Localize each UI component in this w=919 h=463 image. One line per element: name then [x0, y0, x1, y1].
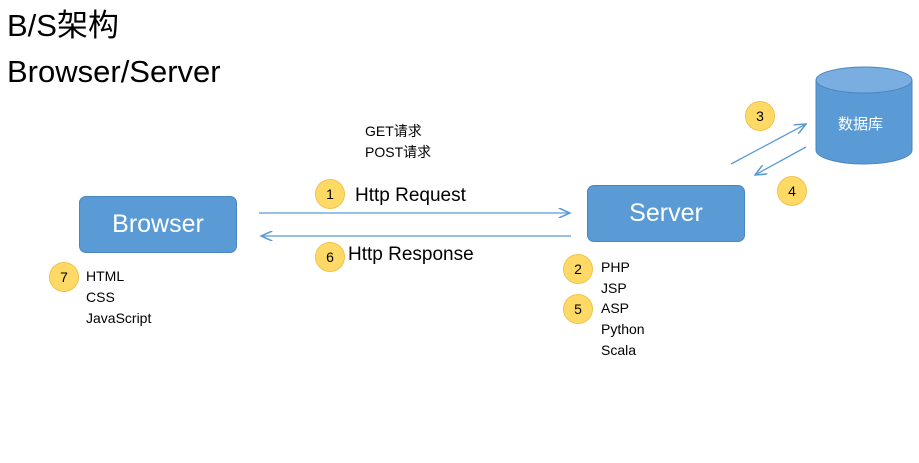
server-tech-python: Python — [601, 321, 645, 337]
database-cylinder-icon — [815, 66, 913, 165]
title-line-2: Browser/Server — [7, 54, 221, 89]
get-request-label: GET请求 — [365, 123, 422, 139]
post-request-label: POST请求 — [365, 144, 432, 160]
browser-tech-javascript: JavaScript — [86, 310, 152, 326]
step-badge-5: 5 — [563, 294, 593, 324]
server-tech-asp: ASP — [601, 300, 630, 316]
step-badge-6: 6 — [315, 242, 345, 272]
browser-label: Browser — [112, 210, 204, 238]
server-to-db-arrow — [730, 124, 806, 165]
db-to-server-arrow — [755, 146, 807, 175]
title-line-1: B/S架构 — [7, 8, 119, 43]
step-badge-1: 1 — [315, 179, 345, 209]
browser-box: Browser — [79, 196, 237, 253]
server-label: Server — [629, 199, 703, 227]
database-label: 数据库 — [838, 116, 884, 133]
step-badge-3: 3 — [745, 101, 775, 131]
http-response-label: Http Response — [348, 244, 474, 265]
browser-tech-html: HTML — [86, 268, 125, 284]
server-box: Server — [587, 185, 745, 242]
browser-tech-css: CSS — [86, 289, 115, 305]
server-tech-jsp: JSP — [601, 280, 627, 296]
server-tech-scala: Scala — [601, 342, 637, 358]
step-badge-2: 2 — [563, 254, 593, 284]
server-tech-php: PHP — [601, 259, 630, 275]
step-badge-4: 4 — [777, 176, 807, 206]
http-request-label: Http Request — [355, 185, 466, 206]
step-badge-7: 7 — [49, 262, 79, 292]
